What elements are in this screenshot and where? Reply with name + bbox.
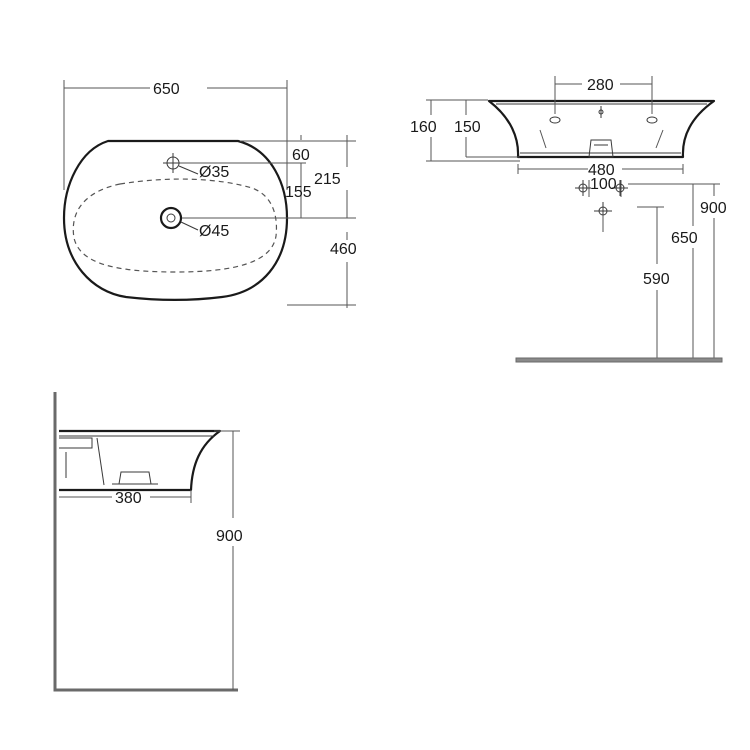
dimension-650: 650 — [153, 81, 180, 98]
waste-outlet-front — [588, 139, 614, 158]
wall-line — [53, 392, 238, 692]
dimension-155: 155 — [285, 184, 312, 201]
dimension-480: 480 — [588, 162, 615, 179]
dimension-480-lines — [517, 164, 684, 174]
tap-hole-label: Ø35 — [199, 164, 229, 181]
dimension-60: 60 — [292, 147, 310, 164]
dimension-900-front: 900 — [700, 200, 727, 217]
basin-outline-plan — [62, 139, 289, 302]
plan-depth-dim-lines — [180, 135, 356, 308]
front-height-dim-lines — [426, 99, 520, 162]
waste-outlet-side — [118, 471, 152, 485]
dimension-900-side: 900 — [216, 528, 243, 545]
basin-outline-front — [487, 99, 716, 159]
dimension-900-side-lines — [214, 430, 240, 690]
dimension-160: 160 — [410, 119, 437, 136]
dimension-460: 460 — [330, 241, 357, 258]
floor-line-front — [515, 357, 723, 363]
dimension-650-front: 650 — [671, 230, 698, 247]
dimension-100: 100 — [590, 176, 617, 193]
dimension-280-lines — [554, 76, 653, 114]
waste-hole-label: Ø45 — [199, 223, 229, 240]
tap-hole-symbol — [163, 153, 199, 175]
trap-fittings — [575, 180, 628, 232]
basin-outline-side — [59, 429, 222, 492]
dimension-380: 380 — [115, 490, 142, 507]
front-view: 280 160 150 480 — [410, 76, 727, 363]
dimension-650-lines — [63, 80, 288, 190]
dimension-280: 280 — [587, 77, 614, 94]
side-view: 380 900 — [53, 392, 243, 692]
waste-hole-symbol — [159, 206, 199, 231]
dimension-150: 150 — [454, 119, 481, 136]
dimension-215: 215 — [314, 171, 341, 188]
dimension-380-lines — [59, 490, 192, 503]
plan-view: Ø35 Ø45 650 60 155 215 460 — [62, 80, 357, 308]
front-height-dim-long-lines — [628, 183, 720, 360]
bowl-inner-dashed — [72, 178, 278, 273]
dimension-590: 590 — [643, 271, 670, 288]
